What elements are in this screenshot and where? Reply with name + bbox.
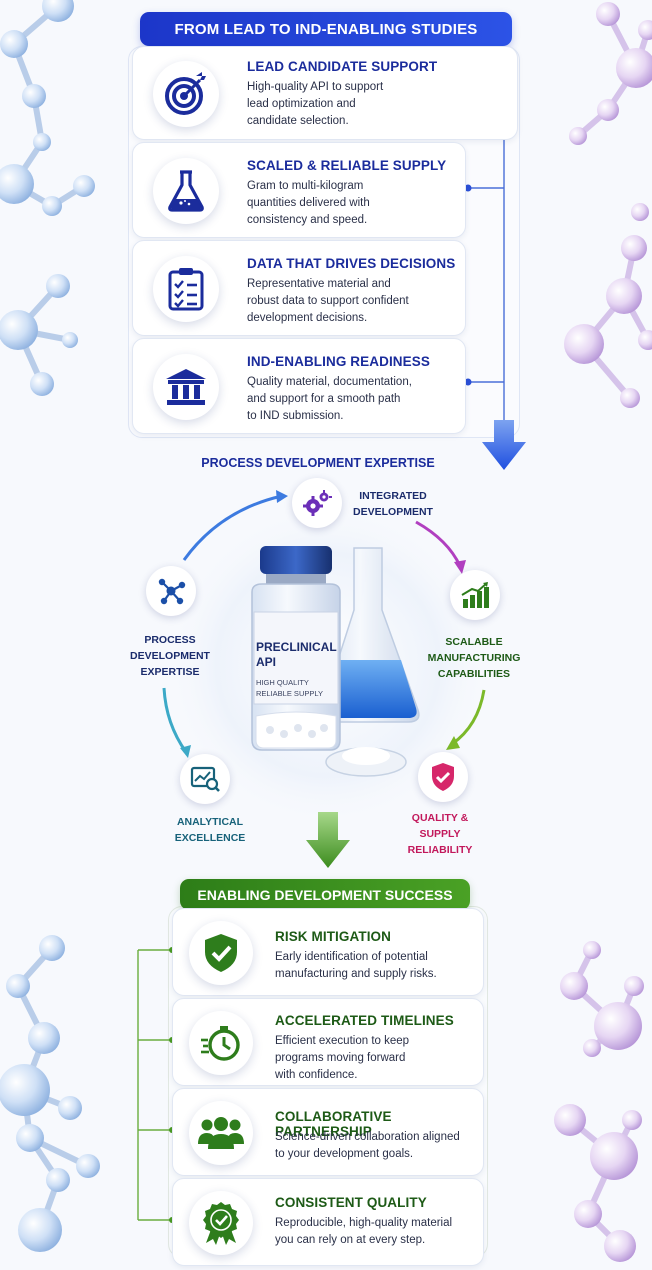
card-title: COLLABORATIVE PARTNERSHIP [275,1109,392,1139]
collaborative-partnership-card: COLLABORATIVE PARTNERSHIP Science-driven… [172,1088,484,1176]
flask-icon [153,158,219,224]
molecule-decoration-top-left [0,0,95,396]
vial-label-api: API [256,655,277,669]
ind-enabling-readiness-card: IND-ENABLING READINESS Quality material,… [132,338,466,434]
scalable-manufacturing-label: SCALABLE MANUFACTURING CAPABILITIES [427,636,521,680]
analytical-excellence-label: ANALYTICAL EXCELLENCE [174,816,246,844]
vial-label-title: PRECLINICAL [256,640,337,654]
growth-chart-icon [450,570,500,620]
accelerated-timelines-card: ACCELERATED TIMELINES Efficient executio… [172,998,484,1086]
shield-check-icon [418,752,468,802]
vial-label: PRECLINICAL API HIGH QUALITY RELIABLE SU… [256,640,337,698]
card-title: SCALED & RELIABLE SUPPLY [247,158,447,173]
card-description: Quality material, documentation,and supp… [247,376,412,422]
development-success-banner: ENABLING DEVELOPMENT SUCCESS [180,879,470,910]
card-title: CONSISTENT QUALITY [275,1195,427,1210]
analytics-icon [180,754,230,804]
lead-candidate-support-card: LEAD CANDIDATE SUPPORT High-quality API … [132,46,518,140]
molecule-icon [146,566,196,616]
quality-badge-icon [189,1191,253,1255]
molecule-decoration-bottom-left [0,935,100,1252]
integrated-development-label: INTEGRATED DEVELOPMENT [353,490,433,518]
consistent-quality-card: CONSISTENT QUALITY Reproducible, high-qu… [172,1178,484,1266]
molecule-decoration-bottom-right [554,941,644,1262]
vial-label-sub-2: RELIABLE SUPPLY [256,689,323,698]
lead-to-ind-banner: FROM LEAD TO IND-ENABLING STUDIES [140,12,512,46]
data-drives-decisions-card: DATA THAT DRIVES DECISIONS Representativ… [132,240,466,336]
card-title: DATA THAT DRIVES DECISIONS [247,256,456,271]
team-icon [189,1101,253,1165]
institution-icon [153,354,219,420]
molecule-decoration-top-right [564,2,652,408]
target-icon [153,61,219,127]
process-development-expertise-label: PROCESS DEVELOPMENT EXPERTISE [130,634,210,678]
vial-label-sub-1: HIGH QUALITY [256,678,309,687]
card-title: LEAD CANDIDATE SUPPORT [247,59,438,74]
risk-mitigation-card: RISK MITIGATION Early identification of … [172,908,484,996]
checklist-icon [153,256,219,322]
card-title: RISK MITIGATION [275,929,391,944]
card-title: ACCELERATED TIMELINES [275,1013,454,1028]
stopwatch-icon [189,1011,253,1075]
quality-supply-reliability-label: QUALITY & SUPPLY RELIABILITY [407,812,473,856]
shield-check-icon [189,921,253,985]
scaled-reliable-supply-card: SCALED & RELIABLE SUPPLY Gram to multi-k… [132,142,466,238]
card-title: IND-ENABLING READINESS [247,354,430,369]
gears-icon [292,478,342,528]
process-development-title: PROCESS DEVELOPMENT EXPERTISE [201,456,435,470]
